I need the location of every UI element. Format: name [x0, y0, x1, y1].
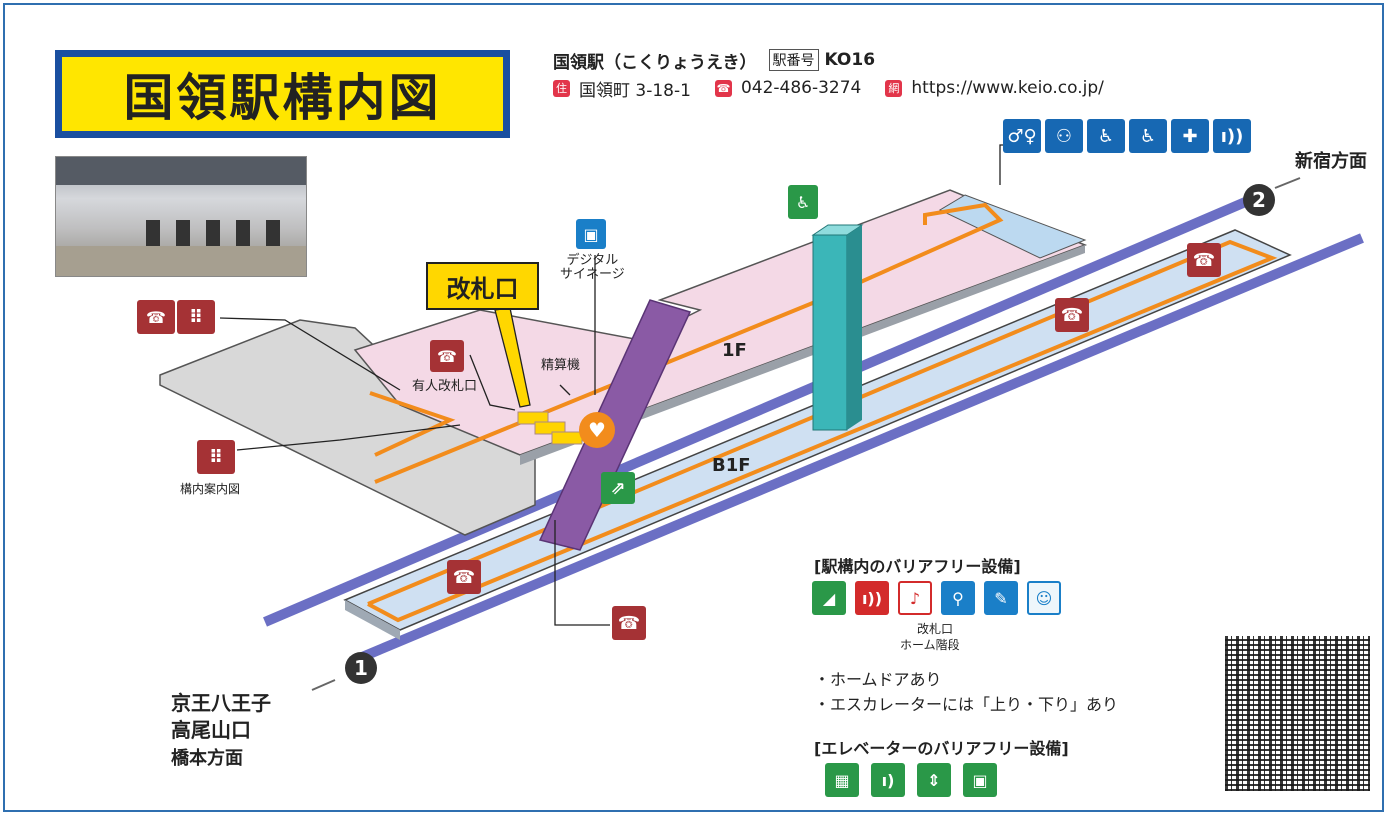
- restroom-facilities: ♂♀ ⚇ ♿ ♿ ✚ ı)): [1003, 119, 1251, 153]
- writing-board-icon: ✎: [984, 581, 1018, 615]
- b1f-route: [367, 239, 1278, 623]
- qr-code[interactable]: [1225, 636, 1370, 791]
- address-icon: 住: [553, 79, 570, 97]
- emergency-phone-icon-4: ☎: [612, 606, 646, 640]
- tactile-map-label: 構内案内図: [180, 482, 241, 496]
- direction-takaosanguchi: 高尾山口: [171, 718, 251, 742]
- elevator-barrier-free-heading: [エレベーターのバリアフリー設備]: [814, 739, 1069, 758]
- phone-icon: ☎: [714, 79, 732, 97]
- audio-beacon-icon: ı)): [855, 581, 889, 615]
- concourse-1f: [353, 189, 1088, 456]
- chime-icon: ♪: [898, 581, 932, 615]
- aed-icon: ♥: [579, 412, 615, 448]
- platform-icon: ⚲: [941, 581, 975, 615]
- tactile-map-icon: ⠿: [197, 440, 235, 474]
- station-address: 国領町 3-18-1: [579, 80, 691, 101]
- station-phone: 042-486-3274: [740, 78, 862, 98]
- emergency-phone-icon-1: ☎: [1187, 243, 1221, 277]
- escalator-icon: ⇗: [601, 472, 635, 504]
- ostomate-icon: ✚: [1171, 119, 1209, 153]
- web-icon: 網: [885, 79, 903, 97]
- map-frame: [3, 3, 1384, 812]
- staffed-gate-label: 有人改札口: [412, 379, 478, 394]
- elevator-sign-icon: ♿: [788, 185, 818, 219]
- wheelchair-icon: ♿: [1129, 119, 1167, 153]
- ticket-gate-callout: 改札口: [426, 262, 539, 310]
- barrier-free-icons: ◢ ı)) ♪ ⚲ ✎ ☺: [812, 581, 1061, 615]
- track-2-marker: 2: [1243, 184, 1275, 216]
- accessible-family-icon: ♿: [1087, 119, 1125, 153]
- track-line-2: [263, 195, 1252, 627]
- page-title: 国領駅構内図: [62, 57, 503, 131]
- baby-changing-icon: ⚇: [1045, 119, 1083, 153]
- digital-signage-icon: ▣: [576, 219, 606, 249]
- station-name-row: 国領駅（こくりょうえき） 駅番号 KO16: [553, 46, 1104, 74]
- staffed-gate-icon: ☎: [430, 340, 464, 372]
- floor-label-1f: 1F: [722, 340, 747, 361]
- station-contact-row: 住 国領町 3-18-1 ☎ 042-486-3274 網 https://ww…: [553, 74, 1104, 102]
- elevator-facility-icons: ▦ ı) ⇕ ▣: [825, 763, 997, 797]
- station-name: 国領駅（こくりょうえき）: [553, 52, 757, 73]
- emergency-phone-icon-2: ☎: [1055, 298, 1089, 332]
- title-banner: 国領駅構内図: [55, 50, 510, 138]
- platform-stairs-caption: ホーム階段: [900, 638, 960, 652]
- help-mark-icon: ☺: [1027, 581, 1061, 615]
- braille-icon: ⠿: [177, 300, 215, 334]
- restroom-area: [938, 194, 1087, 259]
- elevator-door-icon: ⇕: [917, 763, 951, 797]
- escalator: [538, 299, 692, 551]
- audio-guide-icon: ı)): [1213, 119, 1251, 153]
- fare-adjustment-label: 精算機: [541, 358, 581, 373]
- station-url[interactable]: https://www.keio.co.jp/: [911, 78, 1104, 98]
- station-photo: [55, 156, 307, 277]
- elevator-mirror-icon: ▣: [963, 763, 997, 797]
- note-platform-doors: ・ホームドアあり: [814, 670, 942, 689]
- barrier-free-heading: [駅構内のバリアフリー設備]: [814, 557, 1021, 576]
- elevator-audio-icon: ı): [871, 763, 905, 797]
- station-info: 国領駅（こくりょうえき） 駅番号 KO16 住 国領町 3-18-1 ☎ 042…: [553, 46, 1104, 102]
- station-number-label: 駅番号: [768, 49, 819, 71]
- gate-caption: 改札口: [917, 622, 954, 636]
- f1-route: [374, 202, 1004, 484]
- direction-hashimoto: 橋本方面: [171, 748, 243, 769]
- slope-icon: ◢: [812, 581, 846, 615]
- restroom-icon: ♂♀: [1003, 119, 1041, 153]
- intercom-icon: ☎: [137, 300, 175, 334]
- direction-hachioji: 京王八王子: [171, 691, 271, 715]
- digital-signage-label: デジタル サイネージ: [560, 253, 625, 282]
- note-escalator: ・エスカレーターには「上り・下り」あり: [814, 695, 1119, 714]
- elevator-shaft: [812, 234, 848, 431]
- elevator-buttons-icon: ▦: [825, 763, 859, 797]
- station-number: KO16: [824, 50, 876, 70]
- track-1-marker: 1: [345, 652, 377, 684]
- emergency-phone-icon-3: ☎: [447, 560, 481, 594]
- floor-label-b1f: B1F: [712, 455, 751, 476]
- direction-shinjuku: 新宿方面: [1295, 151, 1367, 172]
- track-line-1: [353, 233, 1364, 665]
